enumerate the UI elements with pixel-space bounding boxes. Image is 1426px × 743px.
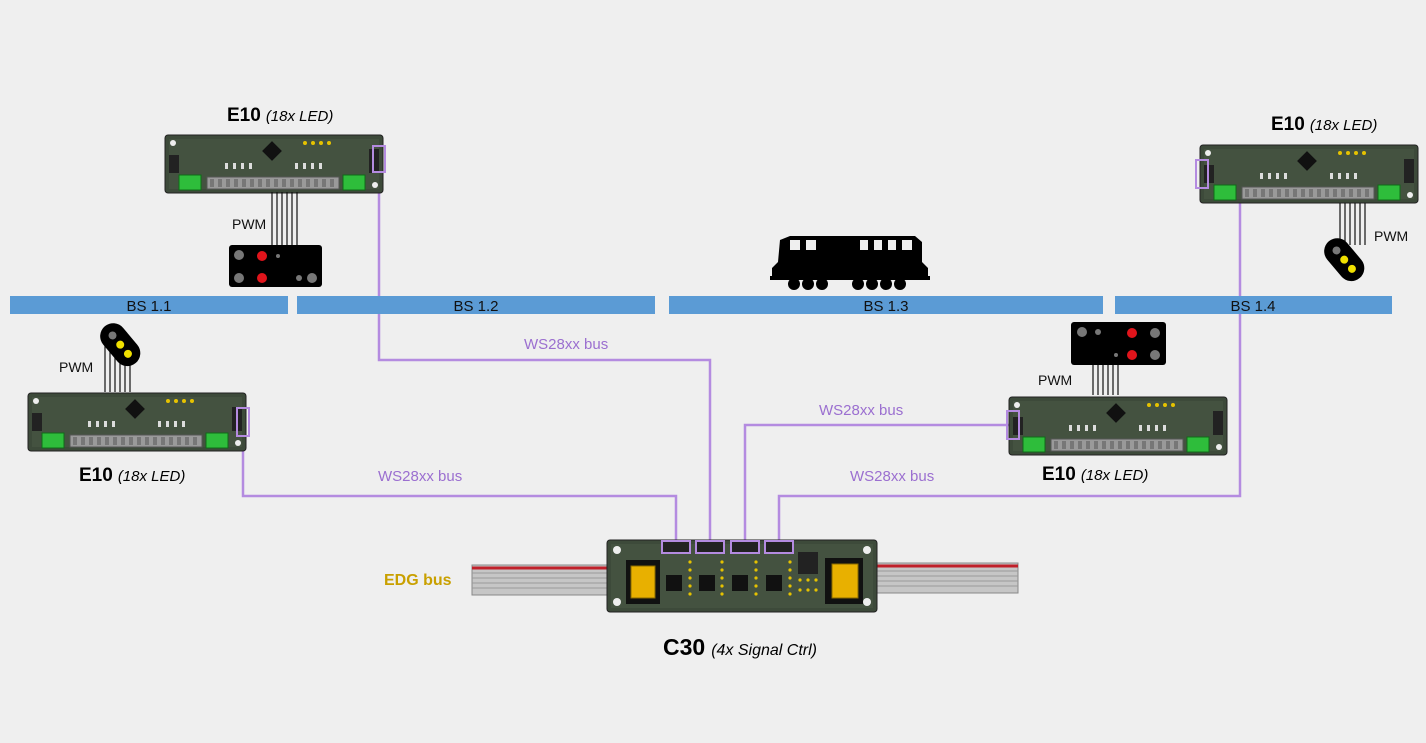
signal-yellow-icon: [1324, 238, 1365, 282]
pwm-label: PWM: [59, 359, 94, 375]
e10-sub: (18x LED): [117, 468, 186, 485]
bus-line-bs14: [777, 170, 1242, 545]
pwm-wires-bs13: [1092, 365, 1119, 395]
c30-board: [606, 539, 878, 613]
pwm-wires-bs12: [271, 192, 298, 247]
e10-sub: (18x LED): [1309, 117, 1378, 134]
locomotive-icon: [770, 236, 930, 290]
e10-label-bs12: E10(18x LED): [227, 105, 333, 127]
track-label-bs14: BS 1.4: [1230, 298, 1275, 315]
track-segments: BS 1.1 BS 1.2 BS 1.3 BS 1.4: [10, 296, 1392, 315]
ws-bus-label: WS28xx bus: [378, 468, 463, 485]
bus-line-bs12: [377, 155, 712, 545]
signal-yellow-icon: [100, 323, 141, 367]
track-label-bs13: BS 1.3: [863, 298, 908, 315]
ws-bus-label: WS28xx bus: [819, 402, 904, 419]
e10-label-bs13: E10(18x LED): [1042, 464, 1148, 486]
signal-red-icon: [1071, 322, 1166, 365]
controller-name: C30: [663, 634, 706, 660]
track-bs13: [669, 296, 1103, 314]
e10-label-bs11: E10(18x LED): [79, 465, 185, 487]
track-label-bs12: BS 1.2: [453, 298, 498, 315]
e10-sub: (18x LED): [265, 108, 334, 125]
ws-bus-label: WS28xx bus: [850, 468, 935, 485]
controller-label: C30 (4x Signal Ctrl): [663, 634, 817, 661]
e10-label-bs14: E10(18x LED): [1271, 114, 1377, 136]
ribbon-cable-icon: [471, 564, 633, 596]
e10-name: E10: [227, 105, 261, 126]
edg-bus-label: EDG bus: [384, 572, 452, 589]
e10-board-bs12: [164, 134, 386, 194]
pwm-label: PWM: [232, 216, 267, 232]
track-label-bs11: BS 1.1: [126, 298, 171, 315]
ribbon-cable-icon: [857, 562, 1019, 594]
track-bs11: [10, 296, 288, 314]
pwm-label: PWM: [1038, 372, 1073, 388]
track-bs14: [1115, 296, 1392, 314]
bus-line-bs13: [743, 423, 1010, 545]
e10-sub: (18x LED): [1080, 467, 1149, 484]
controller-sub: (4x Signal Ctrl): [711, 642, 818, 659]
track-bs12: [297, 296, 655, 314]
ws-bus-label: WS28xx bus: [524, 336, 609, 353]
e10-board-bs13: [1006, 396, 1228, 456]
signal-red-icon: [229, 245, 322, 287]
e10-name: E10: [1042, 464, 1076, 485]
bus-line-bs11: [241, 420, 678, 545]
pwm-wires-bs14: [1339, 203, 1366, 245]
e10-board-bs11: [27, 392, 250, 452]
pwm-label: PWM: [1374, 228, 1409, 244]
e10-name: E10: [1271, 114, 1305, 135]
e10-name: E10: [79, 465, 113, 486]
e10-board-bs14: [1195, 144, 1419, 204]
